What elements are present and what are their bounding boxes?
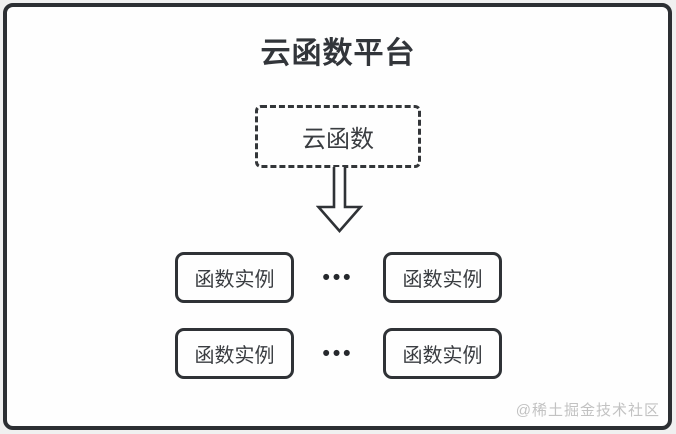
cloud-function-node: 云函数 (255, 105, 421, 168)
ellipsis-dots: ••• (322, 266, 354, 289)
function-instance-box: 函数实例 (383, 252, 502, 303)
function-instance-box: 函数实例 (175, 328, 294, 379)
function-instance-label: 函数实例 (194, 345, 275, 367)
page-title: 云函数平台 (260, 37, 416, 70)
ellipsis-dots: ••• (322, 342, 354, 365)
cloud-function-label: 云函数 (302, 126, 374, 153)
function-instance-label: 函数实例 (402, 269, 483, 291)
function-instance-box: 函数实例 (383, 328, 502, 379)
function-instance-label: 函数实例 (402, 345, 483, 367)
down-arrow-icon (316, 167, 363, 233)
function-instance-box: 函数实例 (175, 252, 294, 303)
watermark: @稀土掘金技术社区 (515, 402, 660, 419)
function-instance-label: 函数实例 (194, 269, 275, 291)
